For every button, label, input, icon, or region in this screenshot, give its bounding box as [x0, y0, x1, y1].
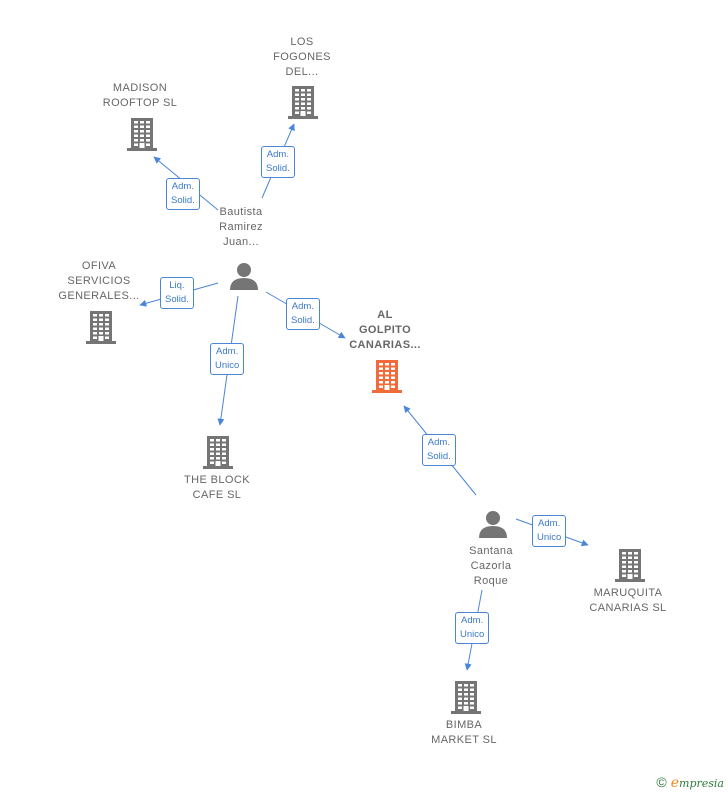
relation-label-line: Solid.	[171, 195, 195, 206]
relation-label-line: Solid.	[291, 315, 315, 326]
relation-label-line: Adm.	[171, 181, 194, 192]
building-icon-golpito[interactable]	[371, 359, 403, 398]
person-icon-bautista[interactable]	[229, 261, 259, 296]
building-icon-madison[interactable]	[126, 117, 158, 156]
node-label-golpito[interactable]: AL GOLPITO CANARIAS...	[325, 308, 445, 353]
relation-label-line: Liq.	[169, 280, 185, 291]
node-label-line: MARUQUITA	[593, 587, 663, 599]
node-label-line: ROOFTOP SL	[102, 97, 178, 109]
relation-label-bautista-madison[interactable]: Adm. Solid.	[166, 178, 200, 210]
relation-label-line: Adm.	[266, 149, 289, 160]
node-label-line: GENERALES...	[58, 289, 140, 302]
node-label-line: MADISON	[112, 82, 168, 94]
node-label-line: THE BLOCK	[184, 474, 250, 486]
building-icon-fogones[interactable]	[287, 85, 319, 124]
brand-logo: empresia	[670, 775, 724, 791]
node-label-madison[interactable]: MADISON ROOFTOP SL	[80, 81, 200, 111]
watermark: ©empresia	[656, 774, 724, 791]
node-label-maruquita[interactable]: MARUQUITA CANARIAS SL	[568, 586, 688, 616]
relation-label-bautista-block[interactable]: Adm. Unico	[210, 343, 245, 375]
copyright-icon: ©	[656, 774, 667, 790]
relation-label-bautista-fogones[interactable]: Adm. Solid.	[261, 146, 295, 178]
node-label-line: DEL...	[285, 65, 319, 78]
node-label-line: CAFE SL	[192, 489, 242, 501]
node-label-line: Ramirez	[219, 220, 263, 233]
building-icon	[288, 86, 318, 119]
node-label-block[interactable]: THE BLOCK CAFE SL	[157, 473, 277, 503]
building-icon	[451, 681, 481, 714]
node-label-line: LOS	[290, 35, 314, 48]
relation-label-line: Unico	[215, 360, 240, 371]
relation-label-line: Adm.	[461, 615, 484, 626]
node-label-line: OFIVA	[81, 259, 117, 272]
building-icon	[372, 360, 402, 393]
person-icon	[230, 263, 258, 290]
node-label-bimba[interactable]: BIMBA MARKET SL	[404, 718, 524, 748]
node-label-ofiva[interactable]: OFIVA SERVICIOS GENERALES...	[39, 259, 159, 304]
building-icon-bimba[interactable]	[450, 680, 482, 719]
person-icon	[479, 511, 507, 538]
building-icon-block[interactable]	[202, 435, 234, 474]
node-label-line: Cazorla	[470, 559, 512, 572]
relation-label-line: Adm.	[216, 346, 239, 357]
node-label-line: SERVICIOS	[67, 274, 131, 287]
node-label-line: CANARIAS SL	[589, 602, 667, 614]
relation-label-line: Unico	[460, 629, 485, 640]
relation-label-bautista-golpito[interactable]: Adm. Solid.	[286, 298, 320, 330]
node-label-line: GOLPITO	[358, 323, 412, 336]
relation-label-santana-golpito[interactable]: Adm. Solid.	[422, 434, 456, 466]
relation-label-line: Unico	[537, 532, 562, 543]
node-label-line: Santana	[469, 544, 513, 557]
relation-label-line: Adm.	[538, 518, 561, 529]
node-label-line: Juan...	[223, 235, 259, 248]
building-icon	[127, 118, 157, 151]
building-icon-ofiva[interactable]	[85, 310, 117, 349]
building-icon-maruquita[interactable]	[614, 548, 646, 587]
node-label-line: MARKET SL	[431, 734, 497, 746]
building-icon	[615, 549, 645, 582]
node-label-line: FOGONES	[273, 50, 331, 63]
relation-label-bautista-ofiva[interactable]: Liq. Solid.	[160, 277, 194, 309]
node-label-fogones[interactable]: LOS FOGONES DEL...	[242, 35, 362, 80]
relation-label-line: Adm.	[291, 301, 314, 312]
relation-label-line: Solid.	[165, 294, 189, 305]
node-label-line: Bautista	[219, 205, 263, 218]
relation-label-santana-maruquita[interactable]: Adm. Unico	[532, 515, 567, 547]
person-icon-santana[interactable]	[478, 509, 508, 544]
node-label-line: AL	[377, 308, 393, 321]
node-label-line: CANARIAS...	[349, 338, 421, 351]
node-label-line: BIMBA	[445, 719, 483, 731]
relation-label-line: Solid.	[266, 163, 290, 174]
relation-label-santana-bimba[interactable]: Adm. Unico	[455, 612, 490, 644]
building-icon	[86, 311, 116, 344]
relation-label-line: Solid.	[427, 451, 451, 462]
building-icon	[203, 436, 233, 469]
node-label-line: Roque	[473, 574, 509, 587]
relation-label-line: Adm.	[427, 437, 450, 448]
